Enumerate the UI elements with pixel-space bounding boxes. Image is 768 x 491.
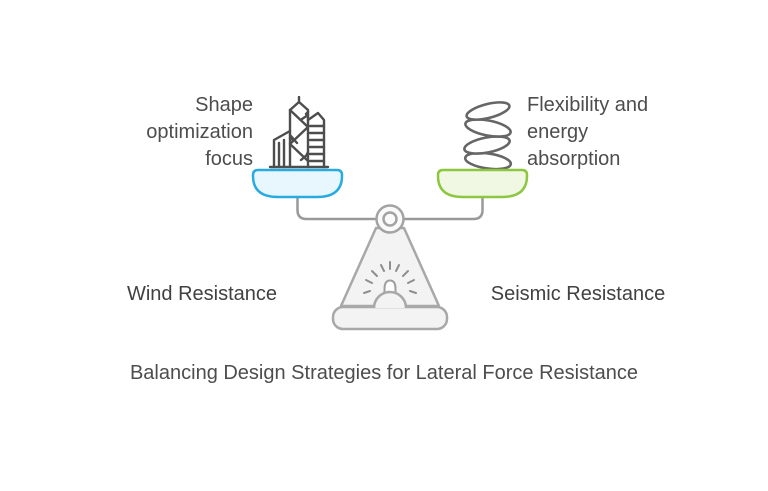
left-pan bbox=[251, 168, 344, 199]
building-left-block bbox=[272, 129, 292, 169]
spring-coil-3 bbox=[463, 135, 511, 155]
right-annotation: Flexibility and energy absorption bbox=[527, 94, 649, 170]
gauge-mound-fill bbox=[374, 292, 406, 308]
building-icon bbox=[266, 96, 332, 170]
spring-coil-1 bbox=[465, 101, 511, 121]
balance-scale bbox=[240, 160, 540, 340]
left-annotation: Shape optimization focus bbox=[146, 94, 253, 170]
building-tower-braces bbox=[288, 108, 310, 163]
right-side-label: Seismic Resistance bbox=[490, 283, 666, 305]
spring-coil-4 bbox=[463, 151, 513, 171]
spring-coil-2 bbox=[464, 118, 512, 138]
building-tower-hatching bbox=[288, 110, 310, 162]
scale-base bbox=[331, 305, 449, 331]
building-left-columns bbox=[277, 138, 286, 169]
pivot-inner-circle bbox=[382, 211, 398, 227]
diagram-caption: Balancing Design Strategies for Lateral … bbox=[129, 362, 639, 384]
gauge-tick-rays bbox=[363, 261, 417, 294]
left-side-label: Wind Resistance bbox=[126, 283, 278, 305]
building-right-floors bbox=[308, 124, 326, 163]
right-pan bbox=[436, 168, 529, 199]
building-right-block bbox=[306, 111, 326, 169]
gauge-mound bbox=[372, 290, 408, 309]
spring-icon bbox=[452, 94, 524, 176]
